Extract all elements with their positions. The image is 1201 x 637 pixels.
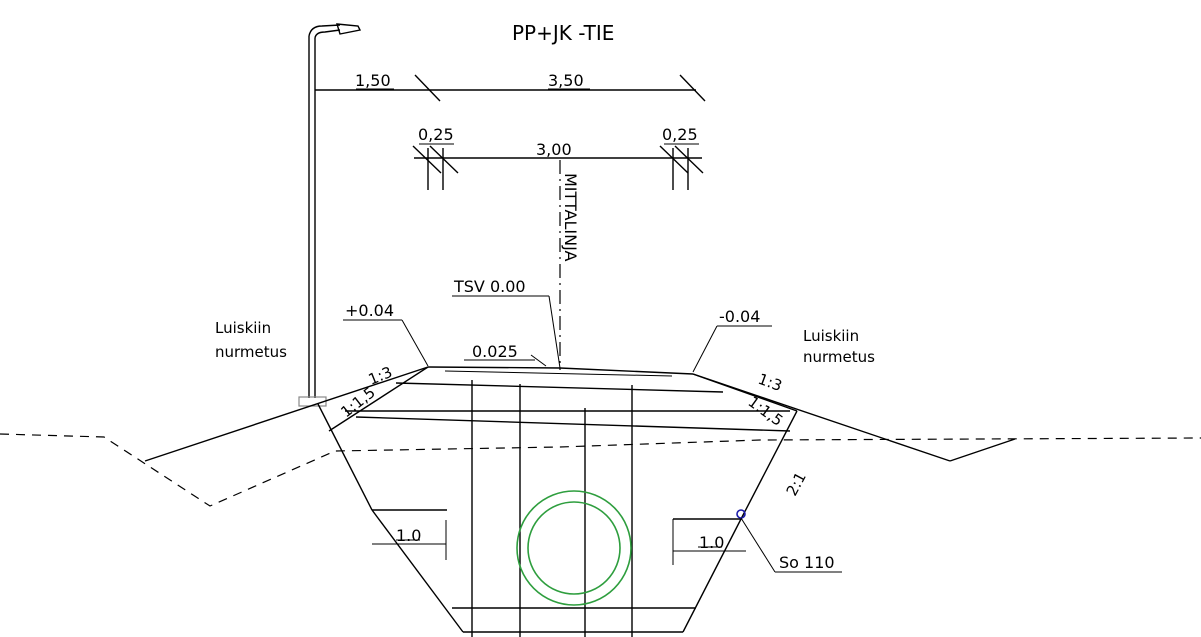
- drain-label: So 110: [779, 553, 835, 572]
- dimension-1-50: 1,50: [355, 71, 391, 90]
- road-structure: [144, 366, 1016, 637]
- ditch-offset-right-label: 1.0: [699, 533, 724, 552]
- dimension-3-50: 3,50: [548, 71, 584, 90]
- right-treatment-line1: Luiskiin: [803, 327, 859, 345]
- crossfall-arrow: [464, 354, 547, 367]
- crossfall-label: 0.025: [472, 342, 518, 361]
- ratio-ditch-side: 2:1: [783, 469, 810, 499]
- pipe-icon: [516, 490, 632, 606]
- dimension-0-25-right: 0,25: [662, 125, 698, 144]
- street-lamp-icon: [298, 23, 362, 407]
- ratio-right-upper: 1:3: [756, 370, 785, 395]
- slope-right-label: -0.04: [719, 307, 760, 326]
- drawing-title: PP+JK -TIE: [512, 21, 614, 45]
- ratio-left-lower: 1:1,5: [337, 383, 378, 421]
- dimension-3-00: 3,00: [536, 140, 572, 159]
- ratio-left-upper: 1:3: [366, 363, 395, 389]
- tsv-leader: [452, 295, 561, 369]
- left-treatment-line2: nurmetus: [215, 343, 287, 361]
- ditch-offset-right: [672, 519, 746, 565]
- tsv-label: TSV 0.00: [453, 277, 526, 296]
- pavement-dimension-line: [412, 143, 704, 190]
- existing-ground-line: [0, 433, 1201, 507]
- center-line-label: MITTALINJA: [561, 173, 580, 262]
- slope-left-label: +0.04: [345, 301, 394, 320]
- dimension-0-25-left: 0,25: [418, 125, 454, 144]
- left-treatment-line1: Luiskiin: [215, 319, 271, 337]
- ditch-offset-left: [372, 520, 447, 560]
- top-dimension-line: [315, 74, 706, 102]
- slope-right-leader: [692, 325, 772, 373]
- slope-left-leader: [343, 319, 429, 367]
- right-treatment-line2: nurmetus: [803, 348, 875, 366]
- ditch-offset-left-label: 1.0: [396, 526, 421, 545]
- drain-leader: [740, 517, 842, 573]
